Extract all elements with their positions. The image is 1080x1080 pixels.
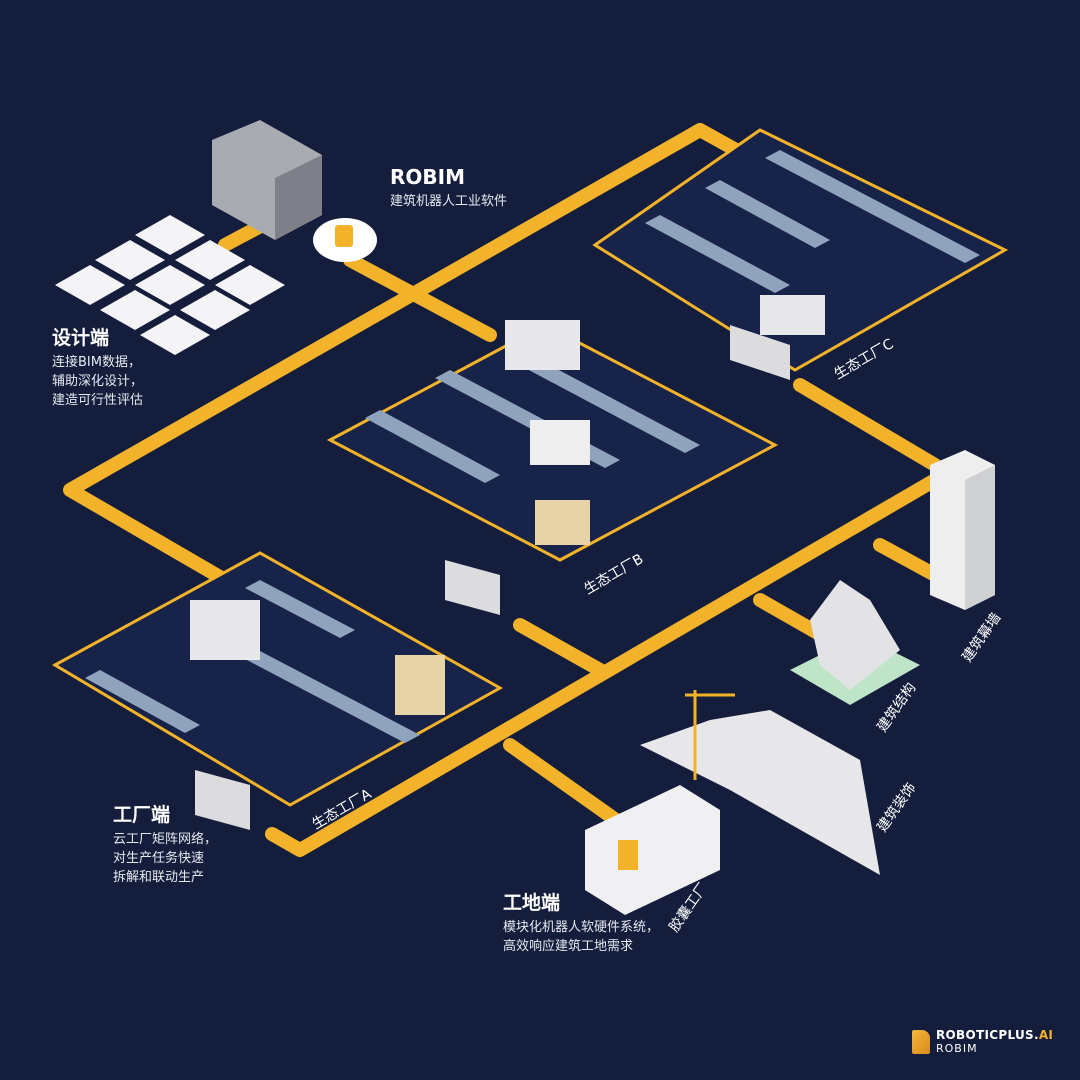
design-workstations <box>55 215 285 355</box>
connection-paths <box>63 123 942 857</box>
brand-logo: ROBOTICPLUS.AI ROBIM <box>912 1028 1053 1055</box>
factory-line: 拆解和联动生产 <box>113 870 205 885</box>
server-rack <box>212 120 322 240</box>
path-main-loop <box>63 123 752 587</box>
design-line: 建造可行性评估 <box>52 393 144 408</box>
brand-suffix: AI <box>1038 1028 1054 1042</box>
brand-product: ROBIM <box>936 1042 978 1055</box>
robim-logo-icon <box>335 225 353 247</box>
path-c-curtain <box>793 378 942 472</box>
curtain-wall-building <box>930 450 995 610</box>
factory-line: 云工厂矩阵网络， <box>113 832 218 847</box>
robim-subtitle: 建筑机器人工业软件 <box>390 194 508 209</box>
brand-main: ROBOTICPLUS. <box>936 1028 1039 1042</box>
design-title: 设计端 <box>52 327 110 349</box>
site-line: 高效响应建筑工地需求 <box>503 939 634 954</box>
path-curtain <box>873 538 942 582</box>
factory-block: 工厂端 云工厂矩阵网络， 对生产任务快速 拆解和联动生产 <box>113 800 217 887</box>
site-line: 模块化机器人软硬件系统， <box>503 920 660 935</box>
decoration-building <box>640 710 880 875</box>
path-b-site <box>513 618 607 677</box>
factory-c-area <box>592 128 1009 380</box>
robim-block: ROBIM 建筑机器人工业软件 <box>390 165 507 211</box>
path-capsule <box>503 738 637 837</box>
factory-b-area <box>326 320 779 615</box>
capsule-factory <box>585 785 720 915</box>
roboticplus-logo-icon <box>912 1029 930 1054</box>
robim-title: ROBIM <box>390 165 465 189</box>
design-line: 辅助深化设计， <box>52 374 144 389</box>
crane-icon <box>685 690 735 780</box>
factory-line: 对生产任务快速 <box>113 851 205 866</box>
site-block: 工地端 模块化机器人软硬件系统， 高效响应建筑工地需求 <box>503 888 659 956</box>
structure-building <box>790 580 920 705</box>
path-site-line <box>265 473 942 857</box>
site-title: 工地端 <box>503 892 561 914</box>
factory-title: 工厂端 <box>113 804 171 826</box>
brand-name: ROBOTICPLUS.AI <box>936 1028 1053 1042</box>
design-line: 连接BIM数据， <box>52 355 141 370</box>
factory-a-area <box>51 551 504 830</box>
design-block: 设计端 连接BIM数据， 辅助深化设计， 建造可行性评估 <box>52 323 143 410</box>
